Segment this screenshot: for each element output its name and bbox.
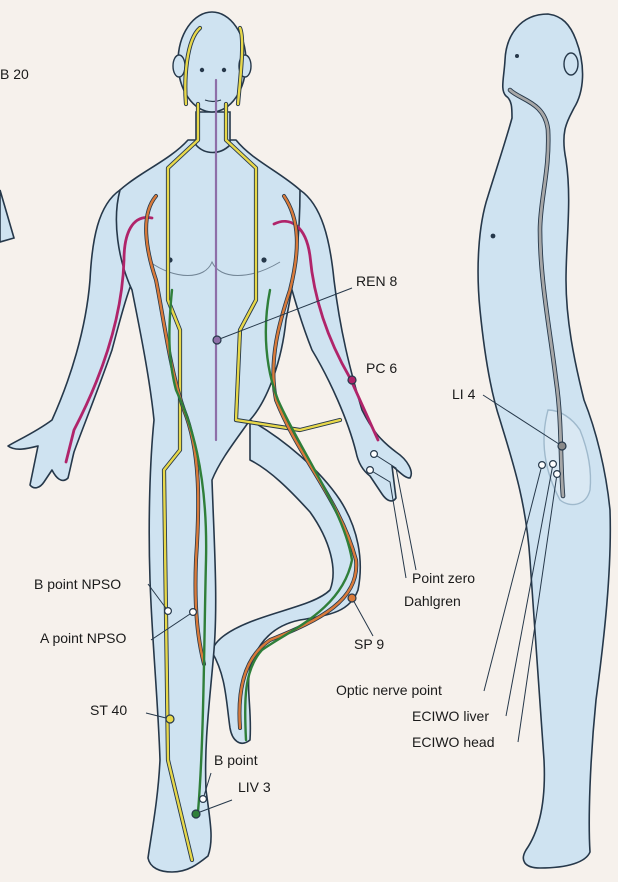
dahlgren-marker	[367, 467, 374, 474]
side-figure	[478, 14, 610, 868]
leader-sp9	[352, 598, 373, 636]
label-eciwo-head: ECIWO head	[412, 734, 494, 750]
st40-point	[166, 715, 174, 723]
side-ear	[564, 53, 578, 75]
label-ren8: REN 8	[356, 273, 397, 289]
label-li4: LI 4	[452, 386, 475, 402]
label-liv3: LIV 3	[238, 779, 271, 795]
pc6-point	[348, 376, 356, 384]
front-right-nipple	[261, 257, 266, 262]
a-point-npso-marker	[190, 609, 197, 616]
li4-point	[558, 442, 566, 450]
label-st40: ST 40	[90, 702, 127, 718]
left-edge-figure-fragment	[0, 190, 14, 242]
sp9-point	[348, 594, 356, 602]
eciwo-head-marker	[554, 471, 561, 478]
label-pc6: PC 6	[366, 360, 397, 376]
front-figure	[8, 12, 411, 872]
label-a-point-npso: A point NPSO	[40, 630, 126, 646]
front-left-eye	[200, 68, 204, 72]
front-right-eye	[222, 68, 226, 72]
label-eciwo-liver: ECIWO liver	[412, 708, 489, 724]
label-sp9: SP 9	[354, 636, 384, 652]
label-b-point-npso: B point NPSO	[34, 576, 121, 592]
optic-nerve-marker	[539, 462, 546, 469]
b-point-marker	[200, 796, 207, 803]
label-optic-nerve: Optic nerve point	[336, 682, 442, 698]
label-point-zero: Point zero	[412, 570, 475, 586]
label-b-point: B point	[214, 752, 258, 768]
side-nipple	[491, 234, 496, 239]
label-dahlgren: Dahlgren	[404, 593, 461, 609]
point-zero-marker	[371, 451, 378, 458]
eciwo-liver-marker	[550, 461, 557, 468]
b-point-npso-marker	[165, 608, 172, 615]
label-gb20: B 20	[0, 66, 29, 82]
front-torso-and-leg	[116, 140, 300, 872]
liv3-point	[192, 810, 200, 818]
side-eye	[515, 54, 519, 58]
front-left-ear	[173, 55, 185, 77]
ren8-point	[213, 336, 221, 344]
